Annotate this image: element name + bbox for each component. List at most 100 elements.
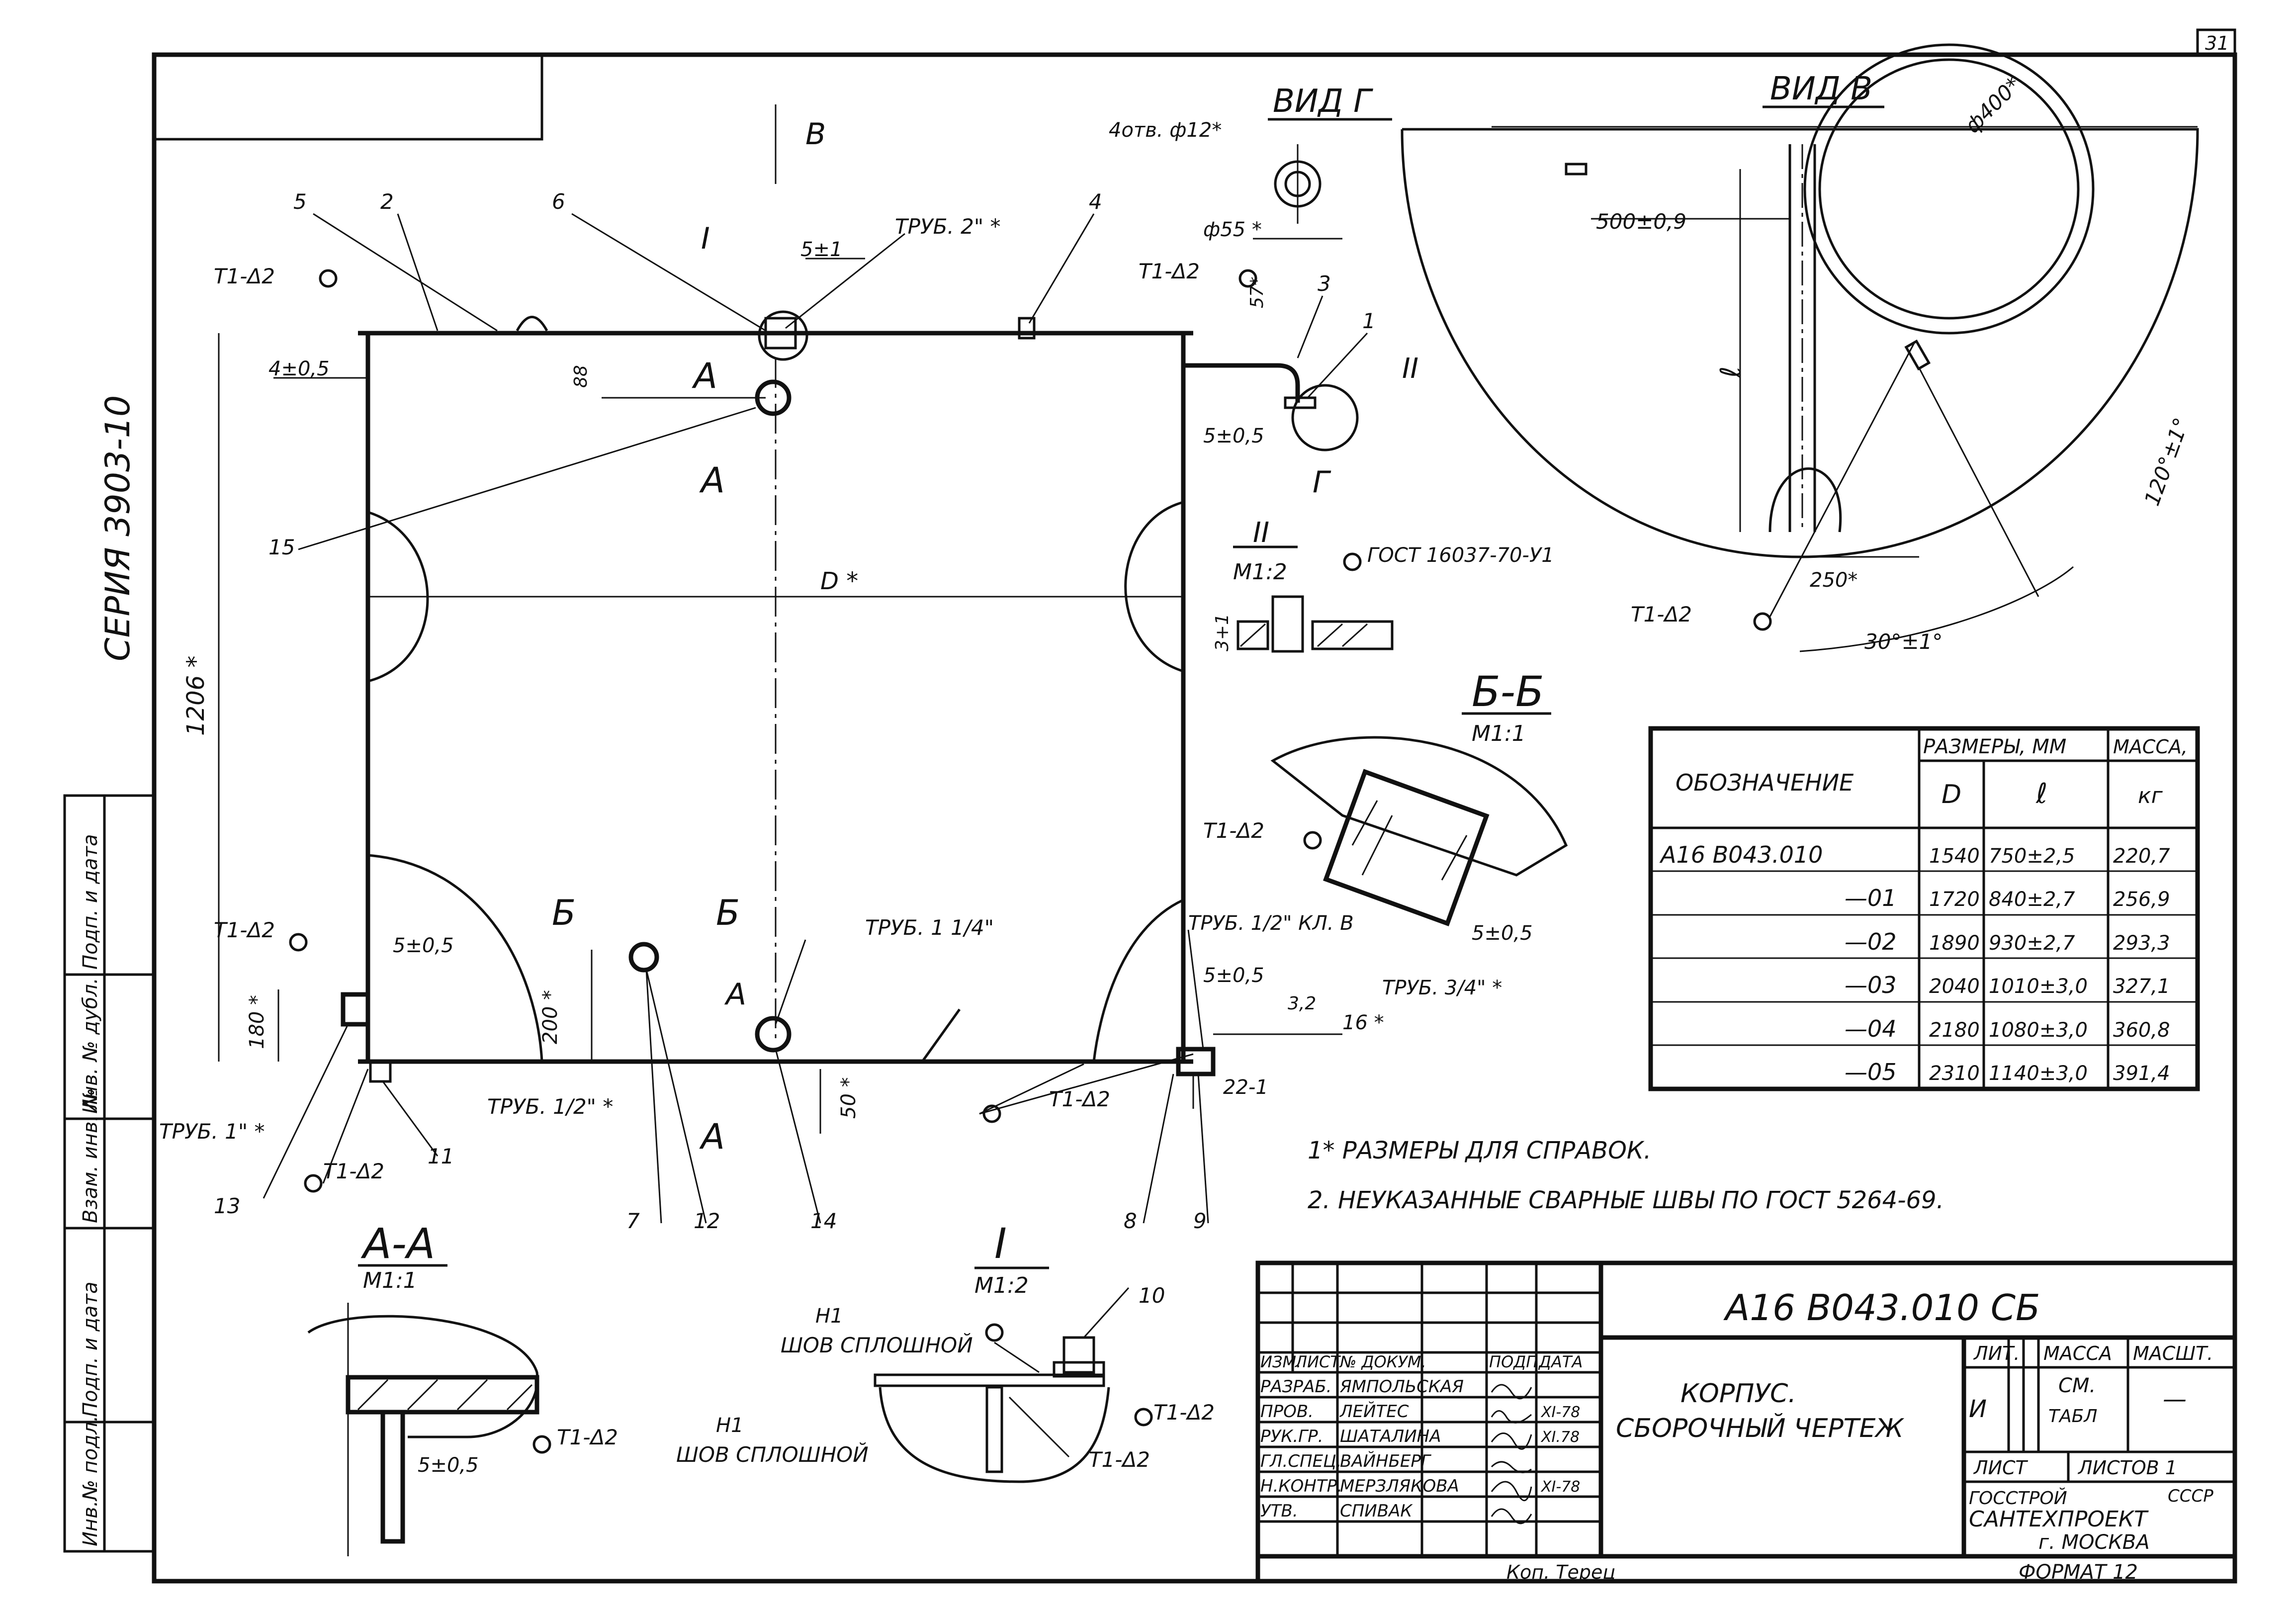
table-row-5-l: 1080±3,0: [1989, 1019, 2088, 1042]
table-row-4-l: 1010±3,0: [1989, 975, 2088, 998]
weld-label-bb: Т1-Δ2: [1203, 818, 1264, 843]
name-5: МЕРЗЛЯКОВА: [1340, 1476, 1459, 1496]
side-stamp-label-3: Взам. инв. №: [79, 1088, 102, 1223]
note-2: 2. НЕУКАЗАННЫЕ СВАРНЫЕ ШВЫ ПО ГОСТ 5264-…: [1308, 1186, 1944, 1214]
note-1: 1* РАЗМЕРЫ ДЛЯ СПРАВОК.: [1308, 1137, 1651, 1164]
name-6: СПИВАК: [1340, 1501, 1413, 1521]
table-row-5-m: 360,8: [2113, 1019, 2170, 1042]
weld-label-aa: Т1-Δ2: [557, 1425, 618, 1449]
pipe-1-2-label: ТРУБ. 1/2" *: [487, 1094, 613, 1119]
frame-border: [152, 52, 2237, 1584]
table-head-kg: кг: [2138, 783, 2163, 808]
dim-30-deg: 30°±1°: [1864, 629, 1943, 654]
top-left-stamp-box: [153, 53, 543, 141]
side-stamp-label-1: Инв.№ подл.: [79, 1416, 102, 1546]
dim-5-top: 5±1: [800, 238, 842, 261]
view-g-title: ВИД Г: [1273, 83, 1373, 120]
part-label-9: 9: [1193, 1209, 1207, 1233]
section-mark-g: Г: [1313, 465, 1331, 500]
table-row-4-d: 2040: [1929, 975, 1980, 998]
title-col-sign: ПОДП.: [1489, 1352, 1543, 1371]
section-mark-roman-1: I: [701, 221, 710, 256]
part-3-pipe: [1183, 363, 1300, 403]
org-3: САНТЕХПРОЕКТ: [1969, 1507, 2149, 1532]
sheet-label: ЛИСТ: [1973, 1457, 2029, 1479]
part-label-11: 11: [428, 1144, 454, 1168]
gost-weld-label: ГОСТ 16037-70-У1: [1367, 544, 1554, 567]
left-bulge-lower: [367, 854, 543, 1062]
part-label-4: 4: [1089, 189, 1102, 214]
table-head-l: ℓ: [2035, 778, 2047, 810]
part-label-10: 10: [1139, 1283, 1165, 1308]
detail-i-circle: [758, 310, 808, 361]
part-label-6: 6: [552, 189, 565, 214]
sizes-table: ОБОЗНАЧЕНИЕ РАЗМЕРЫ, ММ МАССА, D ℓ кг А1…: [1648, 726, 2200, 1091]
mass-value-2: ТАБЛ: [2048, 1406, 2097, 1427]
part-12-nozzle: [628, 942, 659, 973]
dim-5-left: 5±0,5: [393, 934, 454, 957]
dim-4: 4±0,5: [268, 358, 330, 380]
section-mark-b-right: Б: [716, 893, 740, 933]
table-row-2-des: —01: [1845, 885, 1897, 911]
dim-3-2: 3,2: [1288, 993, 1316, 1014]
part-label-13: 13: [214, 1194, 240, 1218]
side-stamp-label-4: Инв. № дубл.: [79, 978, 102, 1114]
table-row-2-d: 1720: [1929, 888, 1980, 911]
pipe-1-label: ТРУБ. 1" *: [159, 1119, 265, 1144]
signature-4: [1491, 1461, 1532, 1473]
part-9-valve: [1176, 1047, 1216, 1076]
title-col-doc: № ДОКУМ.: [1339, 1352, 1426, 1371]
role-2: ПРОВ.: [1260, 1402, 1314, 1422]
title-col-izm: ИЗМ.: [1260, 1352, 1301, 1371]
table-row-5-des: —04: [1845, 1015, 1897, 1042]
table-row-1-m: 220,7: [2113, 845, 2170, 868]
table-head-d: D: [1942, 780, 1961, 809]
detail-i-scale: М1:2: [974, 1273, 1029, 1298]
section-bb-scale: М1:1: [1472, 721, 1526, 746]
weld-label-i-right: Т1-Δ2: [1153, 1400, 1215, 1425]
weld-label-left: Т1-Δ2: [214, 918, 275, 942]
detail-i: I М1:2 Н1 ШОВ СПЛОШНОЙ Н1 ШОВ СПЛОШНОЙ Т…: [676, 1219, 1215, 1483]
sheet-number-box: [2196, 28, 2236, 56]
detail-ii-title: II: [1253, 517, 1269, 549]
dim-5-rb: 5±0,5: [1203, 964, 1264, 987]
n1-label-bottom: Н1: [716, 1414, 744, 1437]
dim-1206: 1206 *: [182, 656, 210, 736]
section-mark-a-top2: А: [699, 460, 725, 501]
dim-l: ℓ: [1715, 366, 1747, 378]
pipe-2-top: [764, 317, 797, 350]
pipe-3-4-label: ТРУБ. 3/4" *: [1382, 977, 1502, 999]
signature-6: [1491, 1508, 1532, 1524]
weld-label-top-left: Т1-Δ2: [214, 264, 275, 288]
left-bulge-upper: [367, 511, 429, 683]
section-mark-a-bottom: А: [724, 977, 746, 1012]
weld-label-i-bottom: Т1-Δ2: [1089, 1447, 1150, 1472]
table-row-6-m: 391,4: [2113, 1062, 2170, 1085]
table-row-2-l: 840±2,7: [1989, 888, 2075, 911]
signature-3: [1491, 1432, 1532, 1450]
section-mark-v: В: [805, 117, 826, 152]
weld-label-view-v: Т1-Δ2: [1631, 602, 1692, 626]
title-block: ИЗМ. ЛИСТ № ДОКУМ. ПОДП. ДАТА РАЗРАБ. ЯМ…: [1255, 1260, 2237, 1584]
dim-57: 57*: [1247, 276, 1267, 308]
table-row-5-d: 2180: [1929, 1019, 1980, 1042]
part-4-stub: [1018, 317, 1036, 340]
detail-i-title: I: [994, 1219, 1007, 1268]
n1-label-top: Н1: [815, 1305, 843, 1328]
table-row-4-des: —03: [1845, 972, 1897, 998]
table-head-sizes: РАЗМЕРЫ, ММ: [1923, 735, 2066, 758]
lit-head: ЛИТ.: [1973, 1342, 2020, 1364]
right-bulge-lower: [1092, 898, 1184, 1062]
org-2: СССР: [2168, 1486, 2213, 1506]
date-3: XI.78: [1540, 1429, 1580, 1446]
role-4: ГЛ.СПЕЦ.: [1260, 1451, 1341, 1471]
seam-label-top: ШОВ СПЛОШНОЙ: [781, 1333, 973, 1357]
org-1: ГОССТРОЙ: [1969, 1488, 2067, 1509]
lit-value: И: [1969, 1395, 1987, 1423]
dim-5-aa: 5±0,5: [418, 1454, 479, 1477]
sheet-number: 31: [2205, 32, 2229, 54]
signature-1: [1491, 1384, 1532, 1400]
title-col-date: ДАТА: [1538, 1352, 1583, 1371]
weld-label-top-right: Т1-Δ2: [1139, 259, 1200, 283]
